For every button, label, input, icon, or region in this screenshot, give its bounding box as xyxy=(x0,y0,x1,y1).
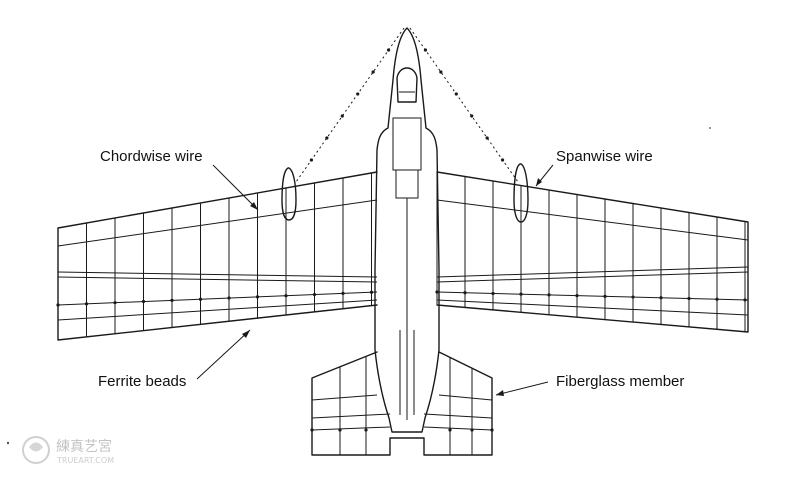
ferrite-bead xyxy=(338,428,342,432)
ferrite-bead xyxy=(312,292,317,297)
watermark-title: 練真艺宮 xyxy=(56,439,112,455)
ferrite-bead xyxy=(687,296,691,301)
ferrite-bead xyxy=(310,428,314,432)
ferrite-bead xyxy=(170,298,174,302)
ferrite-bead xyxy=(575,294,579,298)
ferrite-bead xyxy=(141,299,146,304)
wire-bead xyxy=(470,114,474,118)
ferrite-bead xyxy=(715,297,719,301)
wire-bead xyxy=(454,92,458,96)
ferrite-bead xyxy=(491,291,495,296)
ferrite-bead xyxy=(519,292,523,296)
wire-bead xyxy=(485,136,489,140)
watermark-sub: TRUEART.COM xyxy=(56,456,114,465)
ferrite-bead xyxy=(435,290,439,294)
ferrite-bead xyxy=(341,291,345,295)
leader-lines xyxy=(196,164,554,396)
spanwise-wire-label: Spanwise wire xyxy=(556,148,653,165)
chordwise-wire-label: Chordwise wire xyxy=(100,148,203,165)
ferrite-bead xyxy=(448,428,452,432)
ferrite-bead xyxy=(255,295,260,299)
wire-bead xyxy=(423,48,428,52)
spanwise-wire-antenna xyxy=(295,27,519,183)
ferrite-bead xyxy=(227,296,231,300)
wire-bead xyxy=(439,70,443,74)
wire-bead xyxy=(309,158,314,162)
wire-bead xyxy=(356,92,360,96)
ferrite-bead xyxy=(84,302,89,306)
ferrite-bead xyxy=(113,301,117,305)
wire-bead xyxy=(386,48,391,52)
ferrite-beads-label: Ferrite beads xyxy=(98,373,186,390)
fiberglass-member-label: Fiberglass member xyxy=(556,373,684,390)
ferrite-bead xyxy=(631,295,635,299)
watermark-logo-icon xyxy=(22,436,50,464)
horizontal-tail xyxy=(310,351,494,456)
ferrite-bead xyxy=(364,428,368,432)
watermark: 練真艺宮 TRUEART.COM xyxy=(22,436,114,465)
wire-bead xyxy=(340,114,344,118)
right-wing xyxy=(435,163,749,333)
ferrite-bead xyxy=(470,428,474,432)
ferrite-bead xyxy=(743,298,747,302)
ferrite-bead xyxy=(369,290,374,294)
ferrite-bead xyxy=(659,296,663,300)
wire-bead xyxy=(371,70,375,74)
wire-bead xyxy=(325,136,329,140)
fuselage xyxy=(374,27,440,433)
ferrite-bead xyxy=(490,428,494,432)
ferrite-bead xyxy=(463,291,467,295)
ferrite-bead xyxy=(56,303,60,307)
ferrite-bead xyxy=(284,294,288,298)
ferrite-bead xyxy=(547,293,551,297)
left-wing xyxy=(56,167,378,341)
ferrite-bead xyxy=(198,297,203,301)
ferrite-bead xyxy=(603,294,607,298)
wire-bead xyxy=(500,158,505,162)
